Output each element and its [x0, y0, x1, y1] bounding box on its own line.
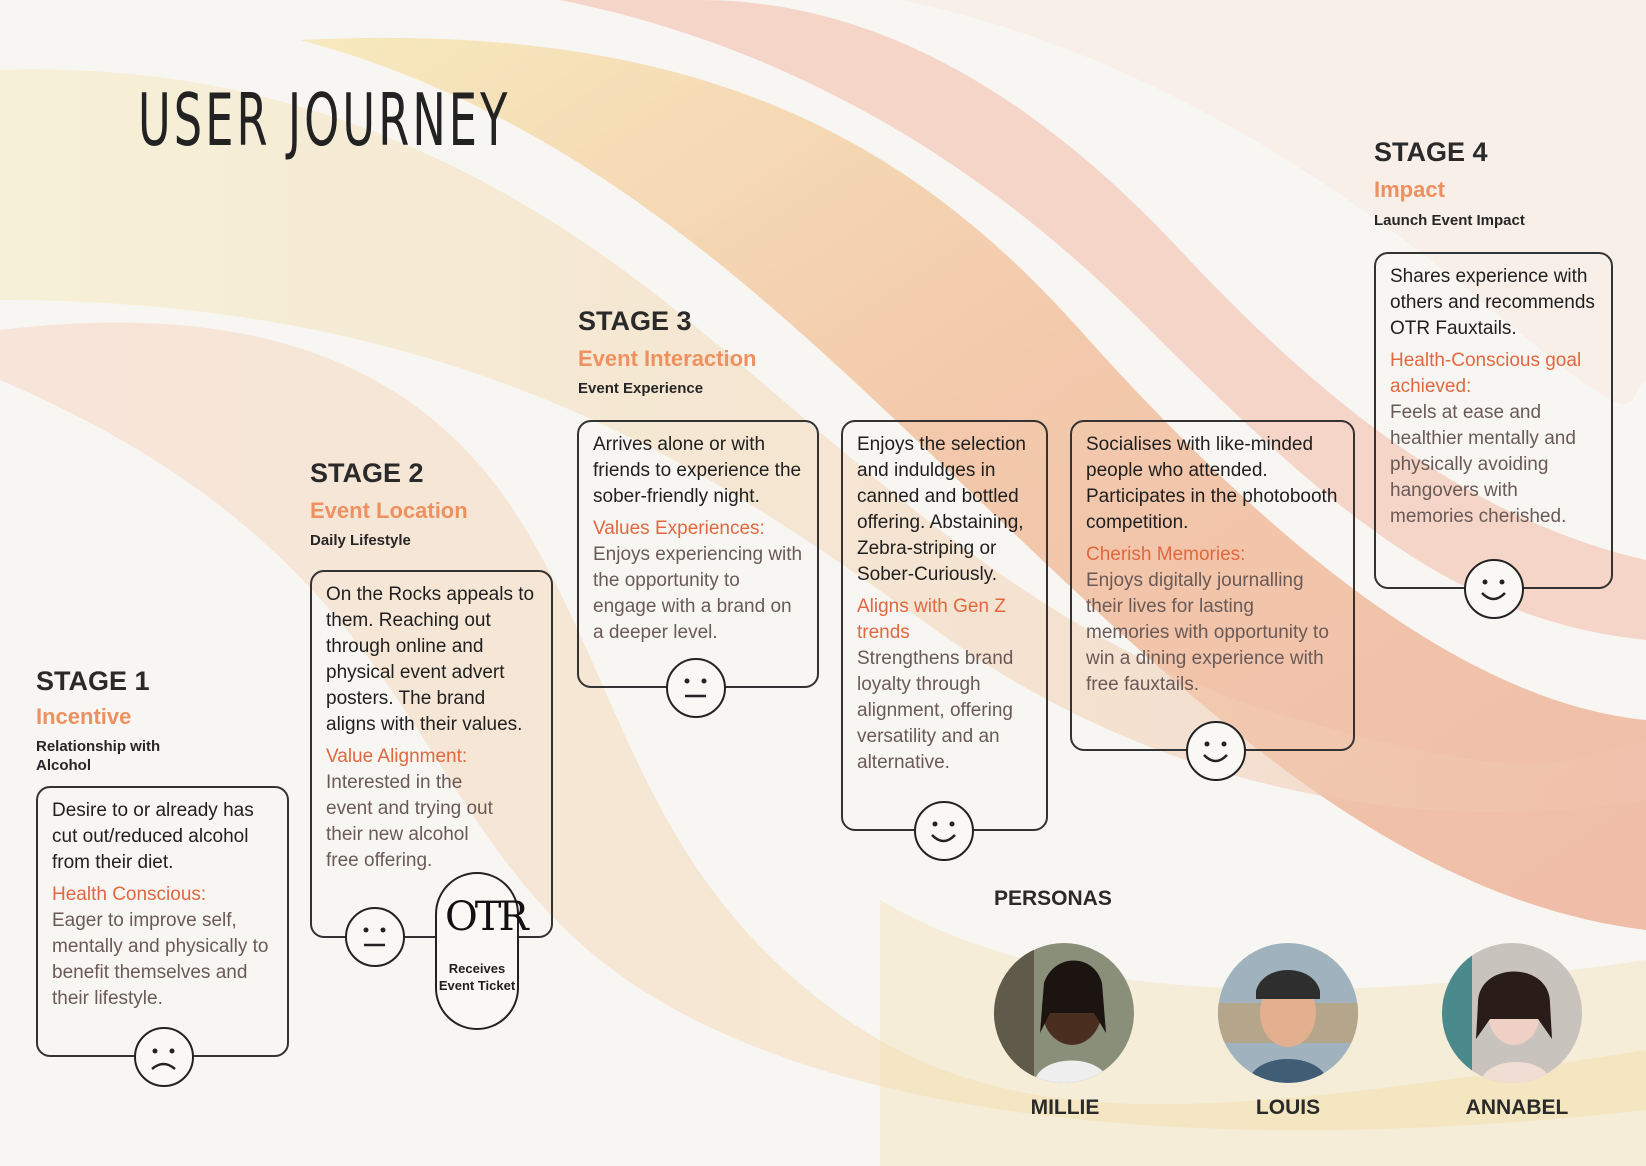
card-detail: Feels at ease and healthier mentally and…	[1390, 402, 1576, 527]
card-detail: Eager to improve self, mentally and phys…	[52, 910, 269, 1009]
card-detail: Enjoys experiencing with the opportunity…	[593, 544, 803, 643]
stage-4-card: Shares experience with others and recomm…	[1374, 252, 1613, 589]
stage-3-card-3: Socialises with like-minded people who a…	[1070, 420, 1355, 751]
card-detail: Interested in the event and trying out t…	[326, 772, 493, 871]
stage-1-subtitle: Relationship with Alcohol	[36, 738, 161, 774]
stage-1-name: Incentive	[36, 704, 132, 729]
sad-face-icon	[134, 1027, 194, 1087]
stage-2-number: STAGE 2	[310, 458, 424, 488]
card-description: Shares experience with others and recomm…	[1390, 266, 1595, 339]
stage-1-card: Desire to or already has cut out/reduced…	[36, 786, 289, 1057]
stage-2-subtitle: Daily Lifestyle	[310, 532, 411, 549]
stage-4-subtitle: Launch Event Impact	[1374, 212, 1525, 229]
card-key-label: Value Alignment:	[326, 746, 468, 767]
happy-face-icon	[1464, 559, 1524, 619]
card-key-label: Health-Conscious goal achieved:	[1390, 350, 1582, 397]
neutral-face-icon	[666, 658, 726, 718]
card-description: Arrives alone or with friends to experie…	[593, 434, 802, 507]
event-ticket-milestone: OTR Receives Event Ticket	[435, 872, 529, 1030]
stage-4-name: Impact	[1374, 177, 1445, 202]
card-detail: Enjoys digitally journalling their lives…	[1086, 570, 1329, 695]
card-key-label: Health Conscious:	[52, 884, 207, 905]
card-key-label: Aligns with Gen Z trends	[857, 596, 1006, 643]
stage-4-number: STAGE 4	[1374, 137, 1488, 167]
card-detail: Strengthens brand loyalty through alignm…	[857, 648, 1014, 773]
persona-name-annabel: ANNABEL	[1465, 1096, 1569, 1119]
personas-title: PERSONAS	[994, 887, 1112, 910]
stage-3-number: STAGE 3	[578, 306, 692, 336]
neutral-face-icon	[345, 907, 405, 967]
persona-name-millie: MILLIE	[1030, 1096, 1100, 1119]
persona-name-louis: LOUIS	[1255, 1096, 1321, 1119]
stage-2-card: On the Rocks appeals to them. Reaching o…	[310, 570, 553, 938]
page-title: USER JOURNEY	[138, 78, 511, 162]
card-description: Desire to or already has cut out/reduced…	[52, 800, 254, 873]
happy-face-icon	[914, 801, 974, 861]
stage-3-card-2: Enjoys the selection and induldges in ca…	[841, 420, 1048, 831]
stage-3-subtitle: Event Experience	[578, 380, 704, 397]
milestone-label: Receives Event Ticket	[438, 961, 516, 993]
stage-3-name: Event Interaction	[578, 346, 757, 371]
card-description: Socialises with like-minded people who a…	[1086, 434, 1338, 533]
stage-2-name: Event Location	[310, 498, 468, 523]
card-description: On the Rocks appeals to them. Reaching o…	[326, 584, 535, 735]
avatar-louis	[1218, 943, 1358, 1083]
avatar-millie	[994, 943, 1134, 1083]
card-key-label: Values Experiences:	[593, 518, 765, 539]
stage-3-card-1: Arrives alone or with friends to experie…	[577, 420, 819, 688]
card-key-label: Cherish Memories:	[1086, 544, 1246, 565]
stage-1-number: STAGE 1	[36, 666, 150, 696]
otr-logo: OTR	[445, 894, 529, 940]
happy-face-icon	[1186, 721, 1246, 781]
avatar-annabel	[1442, 943, 1582, 1083]
card-description: Enjoys the selection and induldges in ca…	[857, 434, 1026, 585]
